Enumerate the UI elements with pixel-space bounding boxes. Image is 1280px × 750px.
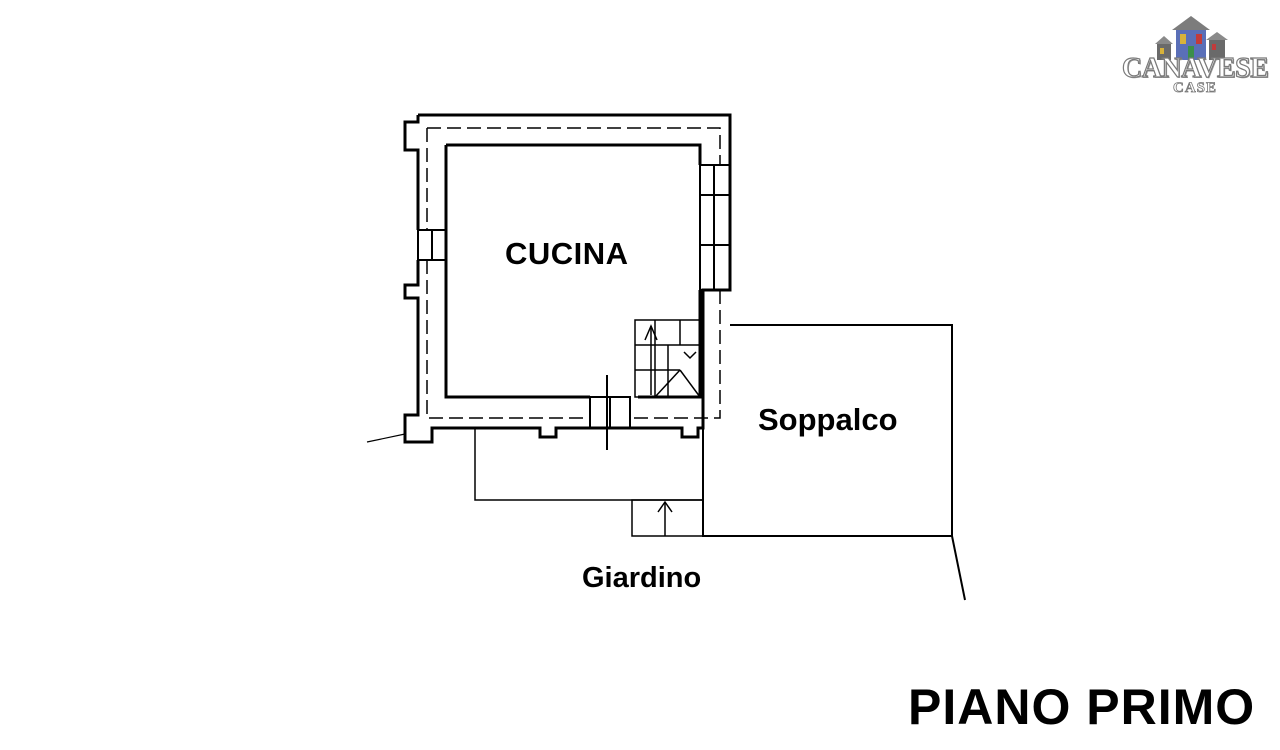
logo-brand-text: CANAVESE bbox=[1121, 53, 1269, 84]
window-east-middle bbox=[699, 194, 731, 246]
kitchen-walls bbox=[403, 113, 732, 444]
room-label-loft: Soppalco bbox=[758, 402, 898, 437]
kitchen-dashed-line bbox=[426, 127, 721, 419]
garden-terrace bbox=[474, 428, 704, 537]
boundary-lines bbox=[366, 433, 406, 443]
loft-outline bbox=[702, 324, 966, 601]
window-east-lower bbox=[699, 244, 731, 291]
logo-sub-text: CASE bbox=[1172, 80, 1217, 97]
room-label-garden: Giardino bbox=[582, 562, 702, 594]
staircase bbox=[634, 319, 701, 398]
window-west bbox=[417, 229, 447, 261]
window-east-upper bbox=[699, 164, 731, 196]
room-label-kitchen: CUCINA bbox=[505, 236, 629, 271]
floor-title: PIANO PRIMO bbox=[908, 679, 1256, 735]
logo bbox=[1155, 16, 1228, 60]
door-south bbox=[589, 375, 631, 450]
